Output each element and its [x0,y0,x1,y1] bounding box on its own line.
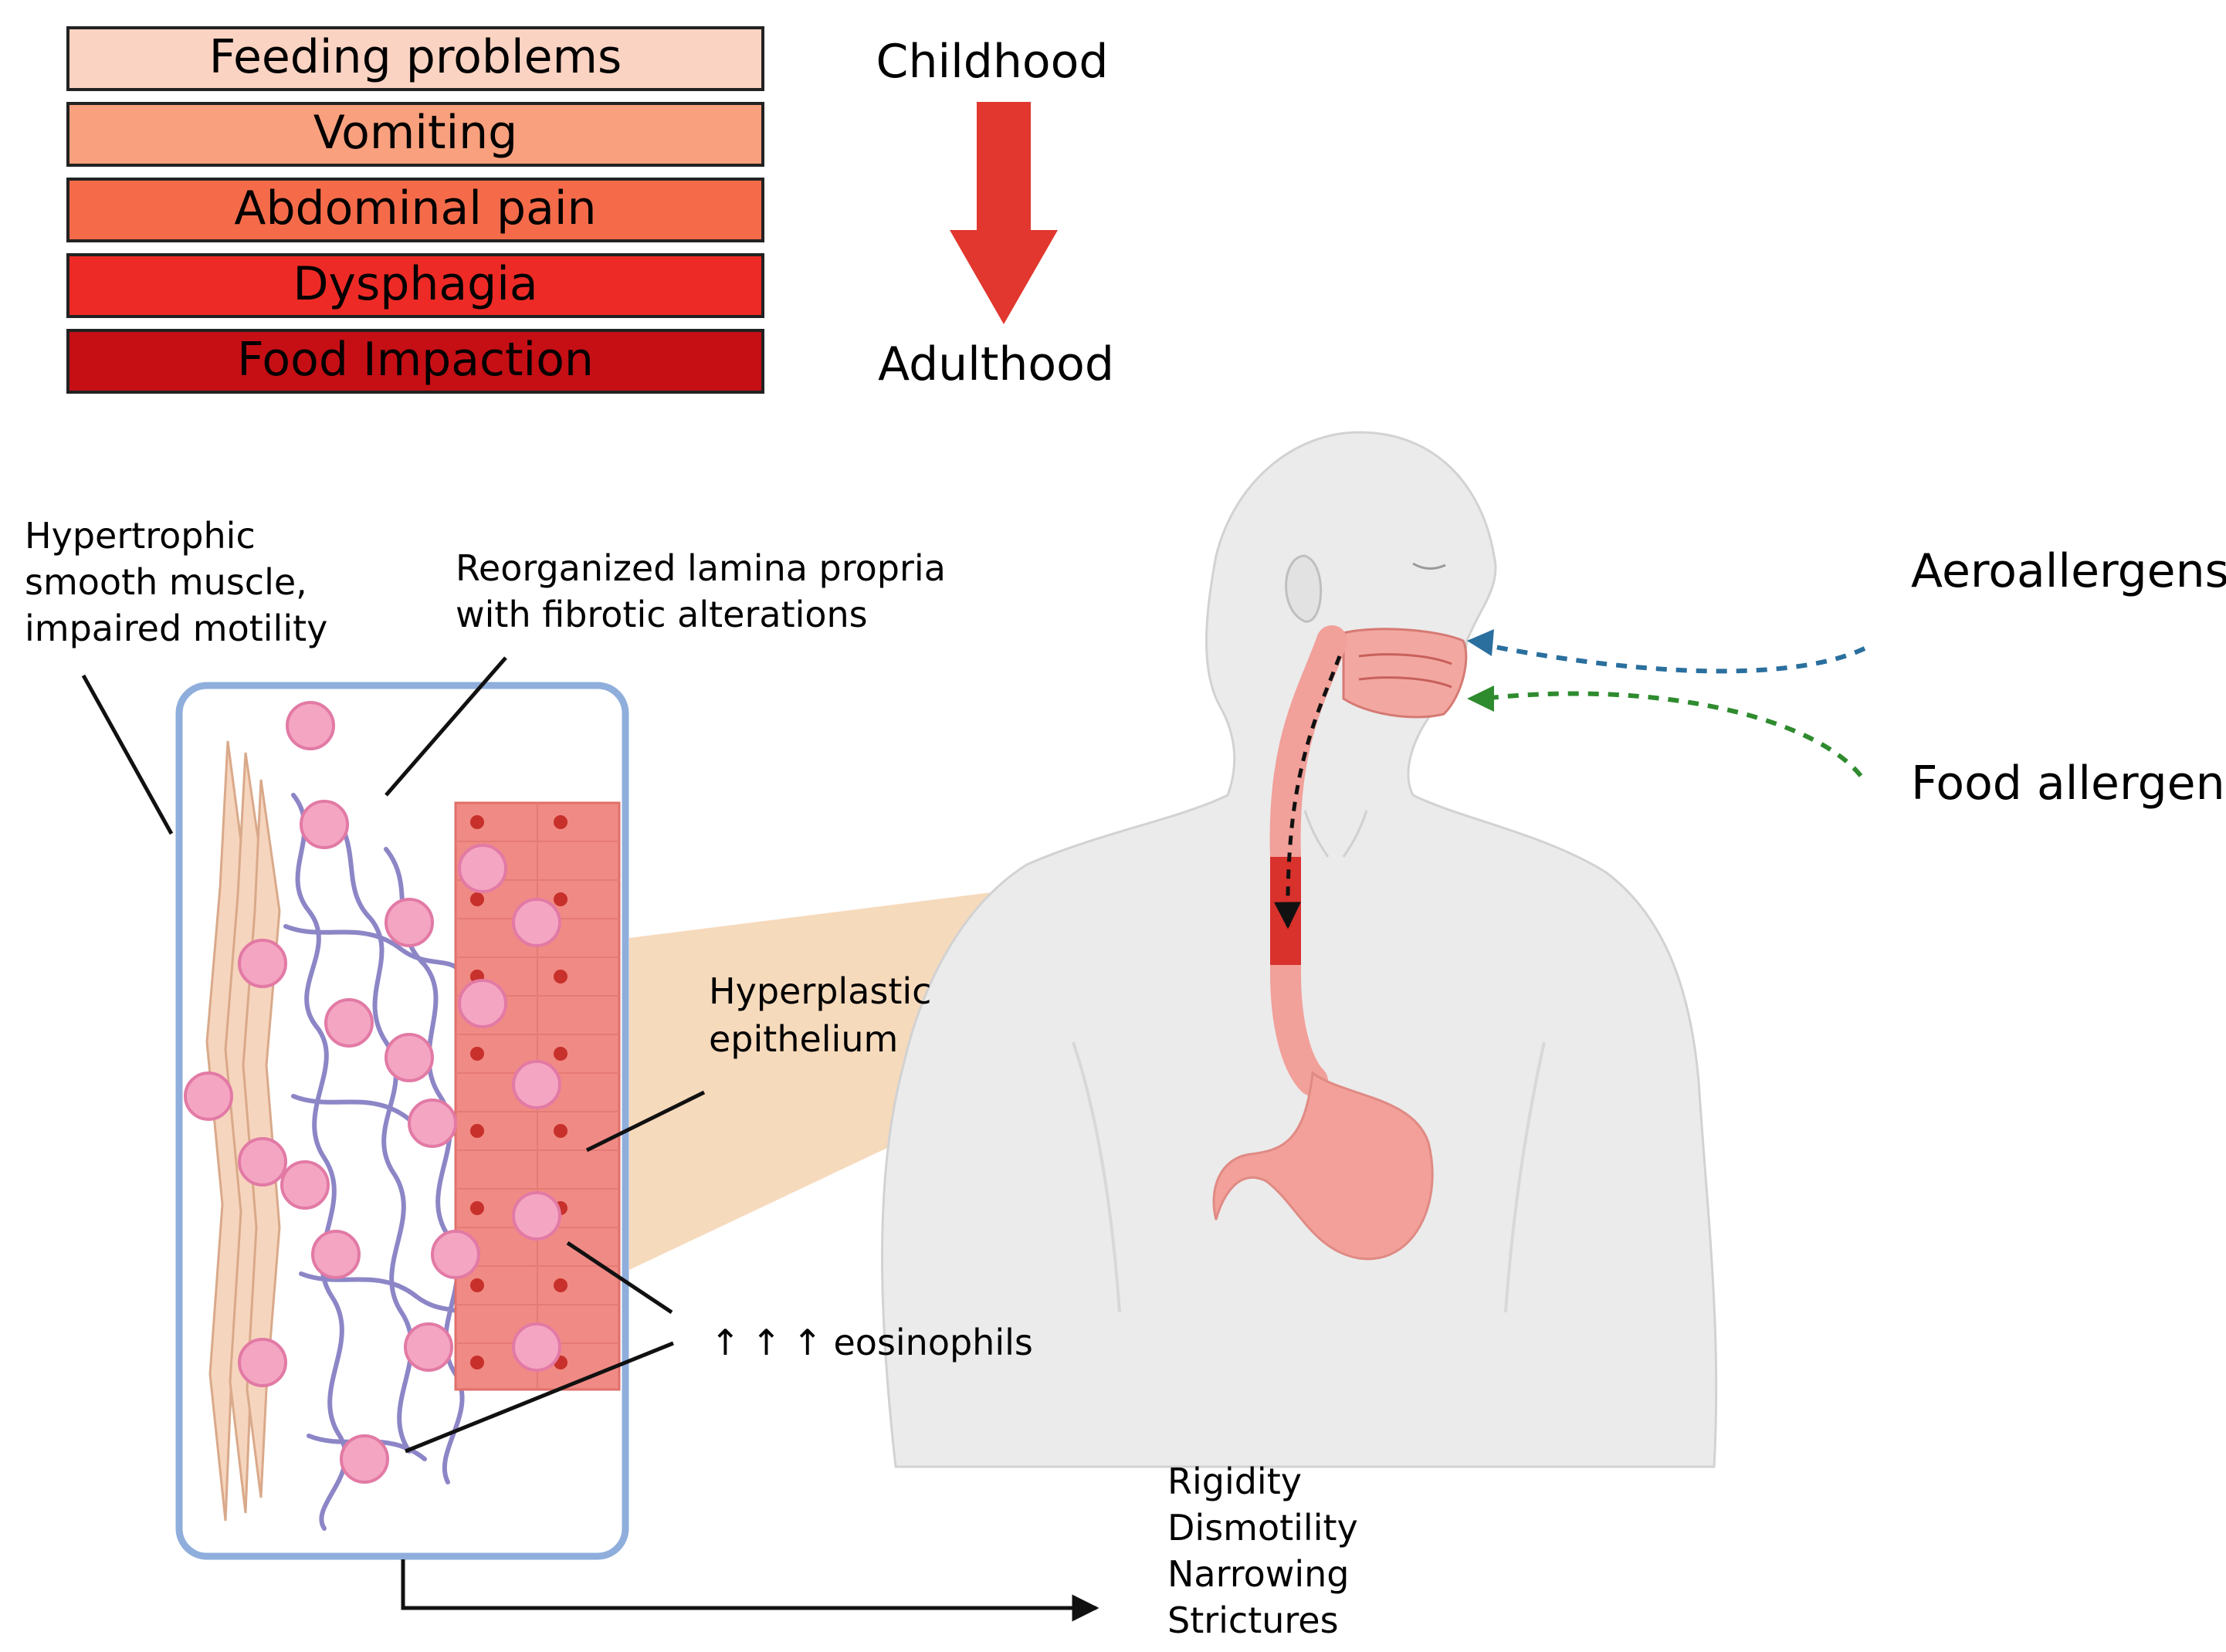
smooth-muscle-line: smooth muscle, [25,561,307,603]
symptom-label: Feeding problems [209,30,622,84]
symptom-label: Abdominal pain [234,181,596,235]
symptom-dysphagia: Dysphagia [66,253,764,318]
epithelium-nuclei [470,815,568,1369]
symptom-food-impaction: Food Impaction [66,329,764,394]
leader-lines [81,656,706,1454]
aeroallergens-label: Aeroallergens [1911,544,2226,598]
lamina-propria-label: Reorganized lamina propria with fibrotic… [456,547,957,635]
lamina-propria-line: with fibrotic alterations [456,594,868,635]
symptom-list: Feeding problems Vomiting Abdominal pain… [66,26,764,394]
outcome-item: Dismotility [1167,1507,1358,1549]
symptom-feeding-problems: Feeding problems [66,26,764,91]
eosinophils [184,701,561,1484]
human-silhouette [881,431,1718,1468]
aeroallergen-arrowhead [1467,629,1494,656]
food-allergen-arrow [1482,691,1863,777]
symptom-label: Vomiting [313,106,518,160]
childhood-label: Childhood [876,35,1109,89]
smooth-muscle-label: Hypertrophic smooth muscle, impaired mot… [25,515,327,649]
smooth-muscle-line: impaired motility [25,608,327,649]
epithelium-line: Hyperplastic [709,970,931,1012]
outcome-arrow [401,1559,1099,1622]
symptom-vomiting: Vomiting [66,102,764,167]
timeline-arrow [950,102,1058,324]
symptom-abdominal-pain: Abdominal pain [66,178,764,242]
adulthood-label: Adulthood [878,337,1114,391]
epithelium-line: epithelium [709,1018,898,1060]
outcome-item: Strictures [1167,1600,1339,1641]
outcomes-list: Rigidity Dismotility Narrowing Stricture… [1167,1461,1369,1641]
food-allergen-arrowhead [1467,686,1494,712]
lamina-propria-line: Reorganized lamina propria [456,547,946,589]
outcome-item: Rigidity [1167,1461,1302,1502]
outcome-item: Narrowing [1167,1553,1350,1595]
aeroallergen-arrow [1482,642,1866,674]
histology-panel [81,656,706,1560]
eosinophils-label: ↑ ↑ ↑ eosinophils [710,1322,1033,1363]
symptom-label: Dysphagia [293,257,537,311]
epithelium-label: Hyperplastic epithelium [709,970,943,1060]
smooth-muscle-line: Hypertrophic [25,515,256,557]
symptom-label: Food Impaction [237,333,594,387]
food-allergens-label: Food allergens [1911,757,2226,811]
